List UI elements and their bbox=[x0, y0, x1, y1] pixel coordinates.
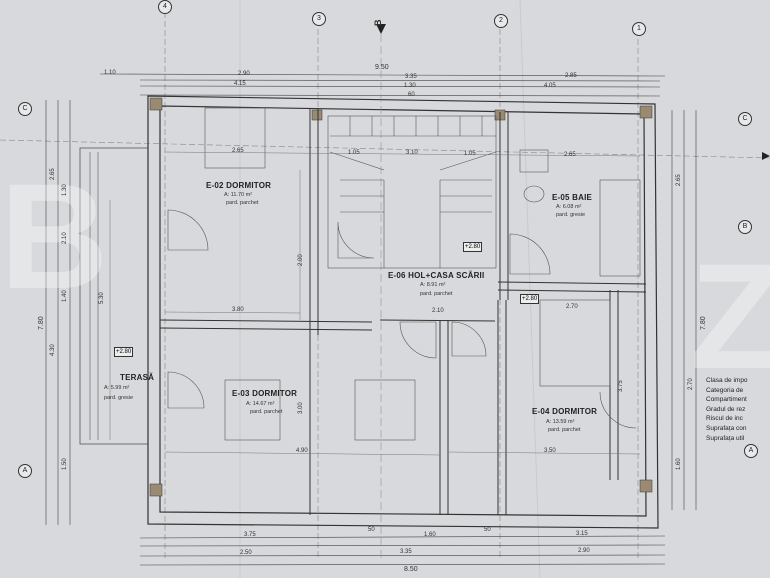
dim-top-6: 1.30 bbox=[404, 83, 416, 89]
dim-inner-n: 2.70 bbox=[566, 304, 578, 310]
room-e06-name: E-06 HOL+CASA SCĂRII bbox=[388, 271, 485, 280]
axis-marker-c-left: C bbox=[18, 102, 32, 116]
level-tag-terrace: +2.80 bbox=[114, 347, 134, 357]
axis-marker-b-right: B bbox=[738, 220, 752, 234]
dim-inner-h: 4.90 bbox=[296, 448, 308, 454]
room-e03-name: E-03 DORMITOR bbox=[232, 389, 298, 398]
dim-right-total: 7.80 bbox=[700, 316, 707, 330]
dim-left-total: 7.80 bbox=[38, 316, 45, 330]
dim-inner-c: 3.10 bbox=[406, 150, 418, 156]
door-swings bbox=[167, 209, 637, 429]
level-tag-e04: +2.80 bbox=[520, 294, 540, 304]
right-dimension-lines bbox=[671, 110, 697, 510]
dim-right-a: 2.65 bbox=[676, 174, 682, 186]
bottom-dimension-lines bbox=[139, 535, 666, 566]
dim-top-total: 9.50 bbox=[375, 64, 389, 71]
legend-line-5: Riscul de inc bbox=[706, 415, 743, 423]
dim-bottom-3: 1.60 bbox=[424, 532, 436, 538]
legend-line-4: Gradul de rez bbox=[706, 405, 746, 413]
room-e04-name: E-04 DORMITOR bbox=[532, 407, 598, 416]
dim-inner-l: 5.30 bbox=[99, 292, 105, 304]
dim-left-f: 1.30 bbox=[62, 184, 68, 196]
legend-line-3: Compartiment bbox=[706, 396, 747, 404]
room-e05-floor: pard. gresie bbox=[556, 212, 586, 218]
dim-left-c: 1.40 bbox=[62, 290, 68, 302]
dim-inner-e: 2.65 bbox=[564, 152, 576, 158]
room-e03-area: A: 14.67 m² bbox=[246, 401, 275, 407]
legend-line-7: Suprafața util bbox=[706, 434, 745, 442]
dim-top-5: 4.15 bbox=[234, 81, 246, 87]
dim-bottom-4: 50 bbox=[484, 527, 491, 533]
exterior-walls bbox=[147, 95, 659, 529]
dim-inner-i: 3.50 bbox=[544, 448, 556, 454]
dim-inner-j: 2.00 bbox=[298, 254, 304, 266]
dim-bottom-7: 3.35 bbox=[400, 549, 412, 555]
room-e04-area: A: 13.59 m² bbox=[546, 419, 575, 425]
column-blocks bbox=[149, 97, 653, 497]
axis-marker-a-right: A bbox=[744, 444, 758, 458]
section-arrow bbox=[376, 24, 386, 34]
dim-inner-g: 2.10 bbox=[432, 308, 444, 314]
room-e03-floor: pard. parchet bbox=[250, 409, 283, 415]
dim-left-b: 2.10 bbox=[62, 232, 68, 244]
room-e06-floor: pard. parchet bbox=[420, 291, 453, 297]
dim-bottom-8: 2.90 bbox=[578, 548, 590, 554]
dim-bottom-6: 2.50 bbox=[240, 550, 252, 556]
dim-right-c: 1.60 bbox=[676, 458, 682, 470]
dim-inner-b: 1.05 bbox=[348, 150, 360, 156]
dim-left-d: 4.30 bbox=[50, 344, 56, 356]
dim-left-e: 1.50 bbox=[62, 458, 68, 470]
dim-inner-m: 3.75 bbox=[618, 380, 624, 392]
dim-bottom-5: 3.15 bbox=[576, 531, 588, 537]
dim-top-3: 3.35 bbox=[405, 74, 417, 80]
dim-bottom-2: 50 bbox=[368, 527, 375, 533]
axis-marker-a-left: A bbox=[18, 464, 32, 478]
legend-line-2: Categoria de bbox=[706, 386, 744, 394]
dim-inner-a: 2.65 bbox=[232, 148, 244, 154]
title-block-legend: Clasa de impo Categoria de Compartiment … bbox=[706, 376, 770, 443]
room-e06-area: A: 8.91 m² bbox=[420, 282, 446, 288]
room-terasa-area: A: 5.99 m² bbox=[104, 385, 130, 391]
dim-top-4: 2.85 bbox=[565, 73, 577, 79]
room-e02-name: E-02 DORMITOR bbox=[206, 181, 272, 190]
axis-marker-2: 2 bbox=[494, 14, 508, 28]
legend-line-6: Suprafața con bbox=[706, 424, 747, 432]
room-terasa-name: TERASĂ bbox=[120, 373, 155, 382]
axis-marker-1: 1 bbox=[632, 22, 646, 36]
room-e05-name: E-05 BAIE bbox=[552, 193, 593, 202]
dim-bottom-1: 3.75 bbox=[244, 532, 256, 538]
staircase bbox=[327, 115, 497, 269]
bathroom-fixtures bbox=[519, 149, 641, 277]
dim-inner-k: 3.00 bbox=[298, 402, 304, 414]
dim-top-2: 2.90 bbox=[238, 71, 250, 77]
axis-marker-3: 3 bbox=[312, 12, 326, 26]
room-e05-area: A: 6.08 m² bbox=[556, 204, 582, 210]
dim-right-b: 2.70 bbox=[688, 378, 694, 390]
level-tag-hall: +2.80 bbox=[463, 242, 483, 252]
room-terasa-floor: pard. gresie bbox=[104, 395, 134, 401]
room-e02-floor: pard. parchet bbox=[226, 200, 259, 206]
legend-line-1: Clasa de impo bbox=[706, 377, 748, 384]
windows bbox=[204, 107, 611, 441]
dim-inner-f: 3.80 bbox=[232, 307, 244, 313]
interior-walls bbox=[159, 108, 647, 515]
dim-left-a: 2.65 bbox=[50, 168, 56, 180]
inner-dimension-lines bbox=[109, 151, 641, 456]
dim-top-1: 1.10 bbox=[104, 70, 116, 76]
dim-inner-d: 1.05 bbox=[464, 151, 476, 157]
room-e04-floor: pard. parchet bbox=[548, 427, 581, 433]
room-e02-area: A: 11.70 m² bbox=[224, 192, 253, 198]
axis-marker-4: 4 bbox=[158, 0, 172, 14]
dim-top-7: 4.05 bbox=[544, 83, 556, 89]
section-label: B bbox=[373, 19, 383, 27]
left-dimension-lines bbox=[45, 100, 71, 525]
axis-marker-c-right: C bbox=[738, 112, 752, 126]
top-dimension-lines bbox=[99, 73, 666, 97]
dim-bottom-total: 8.50 bbox=[404, 566, 418, 573]
dim-top-8: 60 bbox=[408, 92, 415, 98]
